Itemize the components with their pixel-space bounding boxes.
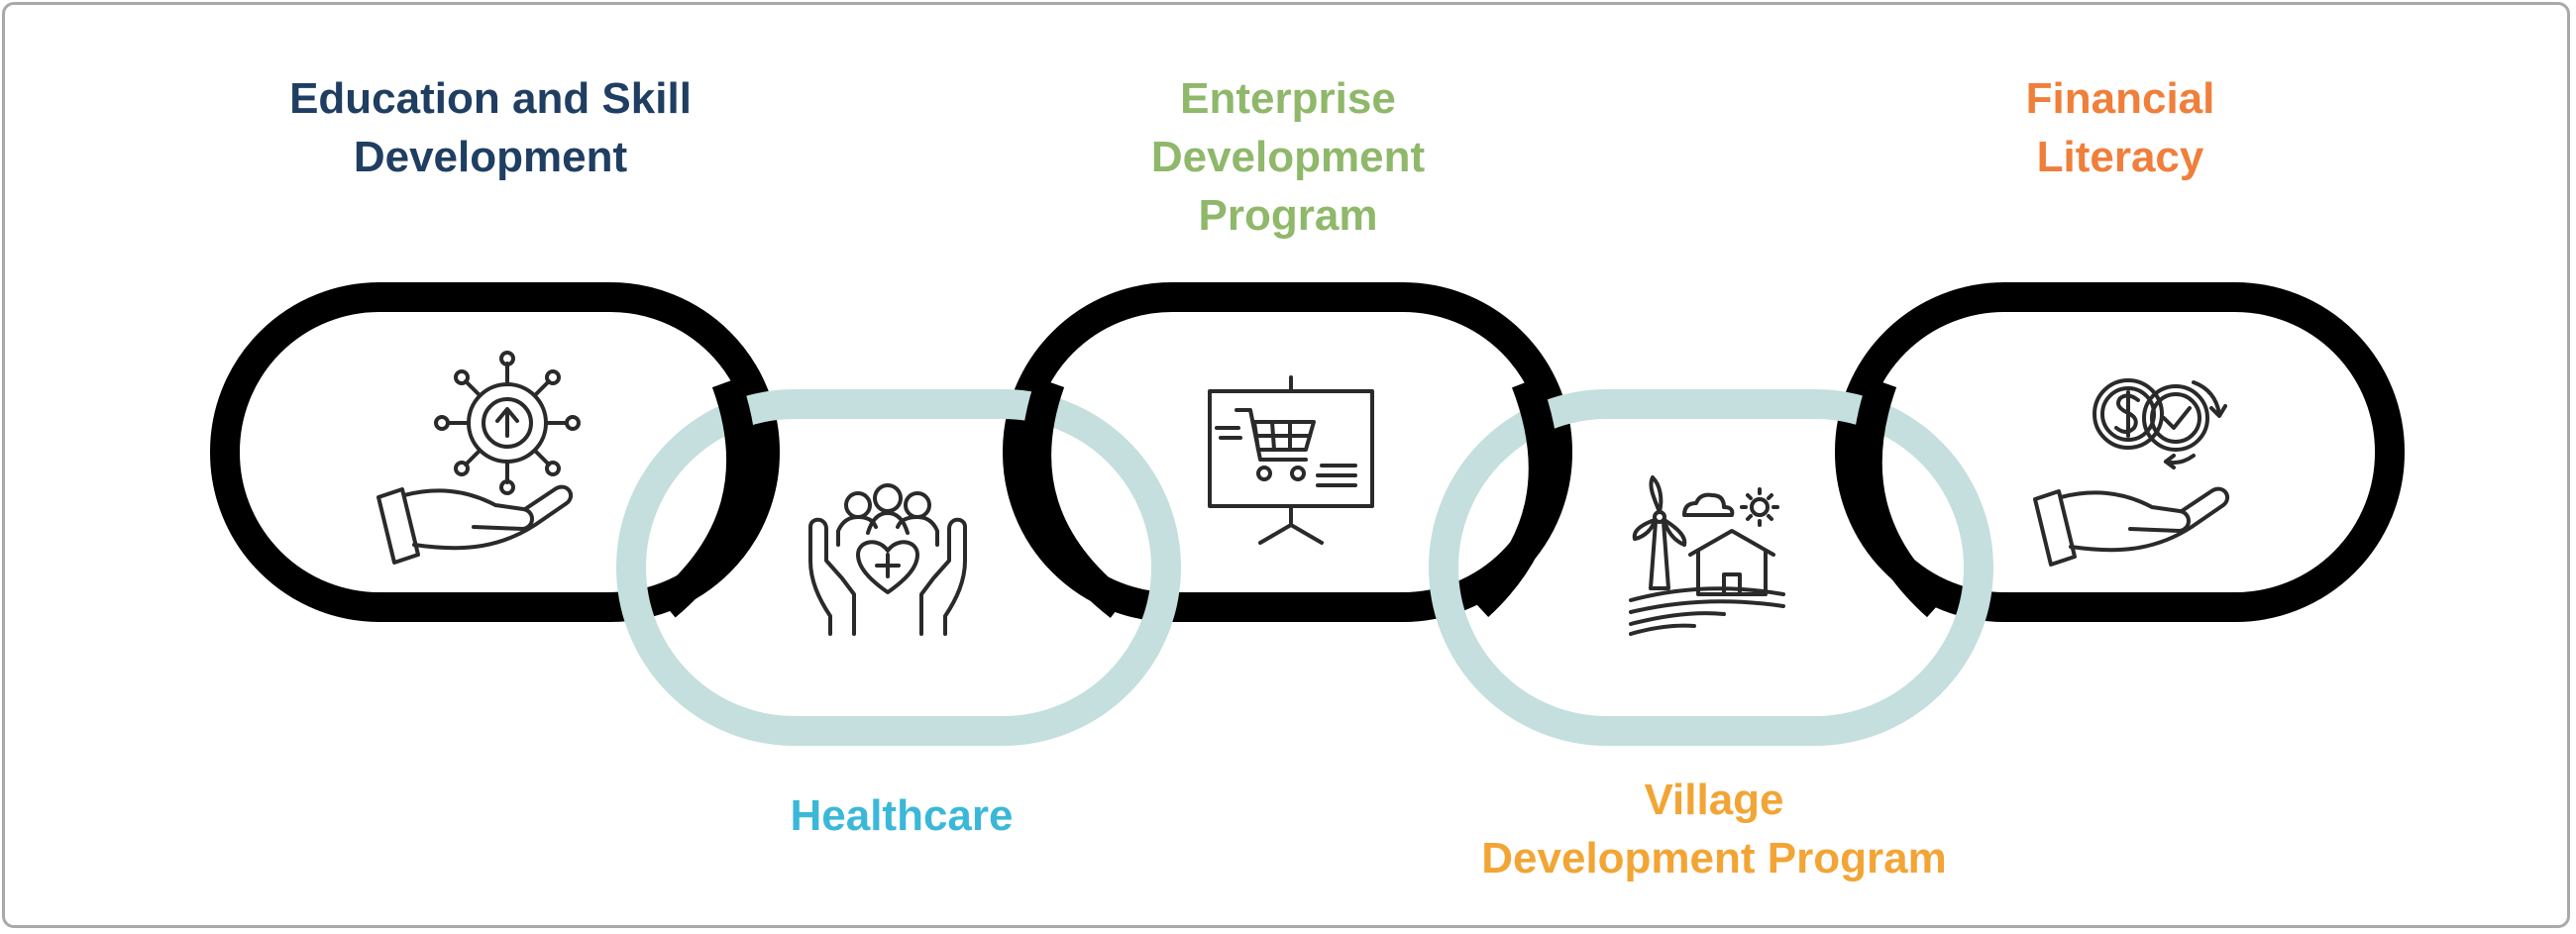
step-label-healthcare: Healthcare bbox=[790, 791, 1014, 840]
step-label-education: Education and Skill Development bbox=[289, 74, 692, 181]
chain-link-1 bbox=[210, 282, 780, 622]
hand-coins-exchange-icon bbox=[2033, 378, 2230, 567]
interlock-3-4 bbox=[1467, 376, 1558, 618]
chain-link-2 bbox=[616, 389, 1181, 746]
step-label-village: Village Development Program bbox=[1481, 776, 1947, 882]
chain-link-5 bbox=[1835, 282, 2405, 622]
chain-link-4 bbox=[1429, 389, 1993, 746]
hands-heart-people-icon bbox=[808, 483, 967, 636]
interlock-2-3 bbox=[1021, 376, 1129, 618]
step-label-enterprise: Enterprise Development Program bbox=[1150, 74, 1426, 240]
interlock-4-5 bbox=[1852, 376, 1948, 618]
hand-network-upload-icon bbox=[376, 351, 581, 565]
cart-presentation-board-icon bbox=[1208, 375, 1374, 545]
village-windmill-house-icon bbox=[1629, 475, 1785, 636]
step-label-financial: Financial Literacy bbox=[2025, 74, 2215, 181]
interlock-1-2 bbox=[656, 376, 757, 618]
